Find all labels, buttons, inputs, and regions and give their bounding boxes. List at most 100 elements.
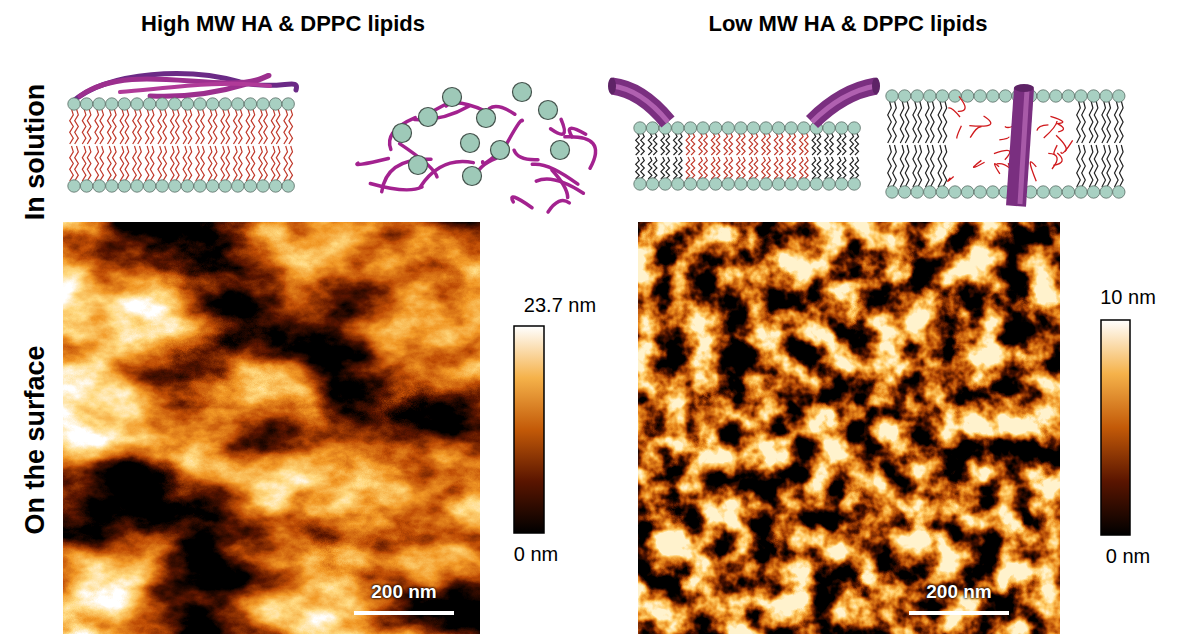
lipid-tail bbox=[171, 146, 175, 181]
lipid-head bbox=[735, 122, 747, 134]
lipid-tail bbox=[196, 109, 200, 144]
lipid-tail bbox=[729, 157, 733, 179]
lipid-tail bbox=[120, 146, 124, 181]
lipid-tail bbox=[686, 133, 690, 155]
lipid-tail bbox=[1089, 145, 1093, 187]
lipid-tail bbox=[108, 146, 112, 181]
lipid-tail bbox=[653, 133, 657, 155]
lipid-head bbox=[181, 98, 193, 110]
lipid-tail bbox=[774, 157, 778, 179]
lipid-tail bbox=[158, 109, 162, 144]
lipid-tail bbox=[1089, 101, 1093, 143]
lipid-head bbox=[80, 98, 92, 110]
lipid-tail bbox=[749, 133, 753, 155]
lipid-tail bbox=[779, 133, 783, 155]
lipid-tail bbox=[188, 109, 192, 144]
lipid-tail bbox=[855, 133, 859, 155]
lipid-tail bbox=[1054, 145, 1057, 154]
lipid-head bbox=[194, 180, 206, 192]
lipid-tail bbox=[213, 109, 217, 144]
lipid-head bbox=[772, 178, 784, 190]
lipid-head bbox=[131, 180, 143, 192]
lipid-tail bbox=[926, 101, 930, 143]
lipid-vesicle bbox=[539, 101, 558, 120]
lipid-tail bbox=[943, 145, 947, 187]
lipid-tail bbox=[749, 157, 753, 179]
lipid-tail bbox=[1057, 145, 1061, 187]
lipid-head bbox=[1062, 90, 1074, 102]
lipid-tail bbox=[817, 157, 821, 179]
lipid-tail bbox=[636, 133, 640, 155]
lipid-tail bbox=[176, 109, 180, 144]
lipid-head bbox=[194, 98, 206, 110]
lipid-tail bbox=[994, 101, 998, 143]
lipid-head bbox=[722, 178, 734, 190]
lipid-tail bbox=[842, 157, 846, 179]
lipid-head bbox=[697, 122, 709, 134]
ha-chain bbox=[400, 144, 437, 177]
lipid-tail bbox=[125, 146, 129, 181]
ha-rod bbox=[812, 86, 876, 122]
lipid-head bbox=[823, 178, 835, 190]
lipid-tail bbox=[704, 133, 708, 155]
lipid-tail bbox=[234, 146, 238, 181]
lipid-tail bbox=[100, 146, 104, 181]
lipid-head bbox=[823, 122, 835, 134]
lipid-tail bbox=[1064, 101, 1068, 143]
lipid-tail bbox=[805, 133, 809, 155]
lipid-head bbox=[898, 186, 910, 198]
lipid-tail bbox=[226, 146, 230, 181]
lipid-tail bbox=[276, 146, 280, 181]
lipid-tail bbox=[994, 150, 1010, 159]
lipid-head bbox=[798, 122, 810, 134]
lipid-tail bbox=[246, 109, 250, 144]
lipid-tail bbox=[905, 145, 909, 187]
lipid-tail bbox=[1030, 162, 1036, 181]
lipid-vesicle bbox=[491, 141, 510, 160]
ha-chain bbox=[120, 84, 270, 92]
lipid-tail bbox=[926, 145, 930, 187]
lipid-head bbox=[282, 98, 294, 110]
lipid-head bbox=[634, 178, 646, 190]
lipid-tail bbox=[948, 108, 960, 117]
lipid-head bbox=[206, 98, 218, 110]
lipid-head bbox=[772, 122, 784, 134]
lipid-tail bbox=[938, 101, 942, 143]
lipid-tail bbox=[87, 109, 91, 144]
lipid-tail bbox=[208, 109, 212, 144]
lipid-tail bbox=[138, 146, 142, 181]
lipid-tail bbox=[234, 109, 238, 144]
lipid-tail bbox=[133, 146, 137, 181]
lipid-tail bbox=[666, 157, 670, 179]
scale-bar-label: 200 nm bbox=[926, 582, 991, 603]
lipid-tail bbox=[1077, 145, 1081, 187]
colorbar-max: 10 nm bbox=[1100, 286, 1156, 308]
lipid-vesicle bbox=[513, 83, 532, 102]
lipid-tail bbox=[679, 133, 683, 155]
lipid-vesicle bbox=[393, 124, 412, 143]
lipid-head bbox=[634, 122, 646, 134]
lipid-tail bbox=[125, 109, 129, 144]
lipid-tail bbox=[787, 157, 791, 179]
lipid-tail bbox=[812, 157, 816, 179]
lipid-tail bbox=[888, 101, 892, 143]
lipid-tail bbox=[648, 157, 652, 179]
ha-rod bbox=[612, 86, 668, 122]
afm-image bbox=[638, 222, 1060, 634]
lipid-tail bbox=[842, 133, 846, 155]
lipid-tail bbox=[641, 157, 645, 179]
lipid-head bbox=[1087, 90, 1099, 102]
lipid-tail bbox=[1058, 124, 1063, 132]
lipid-tail bbox=[271, 109, 275, 144]
lipid-tail bbox=[1031, 145, 1035, 187]
lipid-head bbox=[244, 98, 256, 110]
lipid-head bbox=[219, 180, 231, 192]
lipid-head bbox=[684, 178, 696, 190]
lipid-tail bbox=[850, 133, 854, 155]
lipid-vesicle bbox=[551, 141, 570, 160]
lipid-head bbox=[987, 186, 999, 198]
lipid-tail bbox=[271, 146, 275, 181]
lipid-tail bbox=[1048, 153, 1057, 169]
lipid-tail bbox=[1039, 145, 1043, 187]
ha-chain bbox=[370, 183, 422, 189]
